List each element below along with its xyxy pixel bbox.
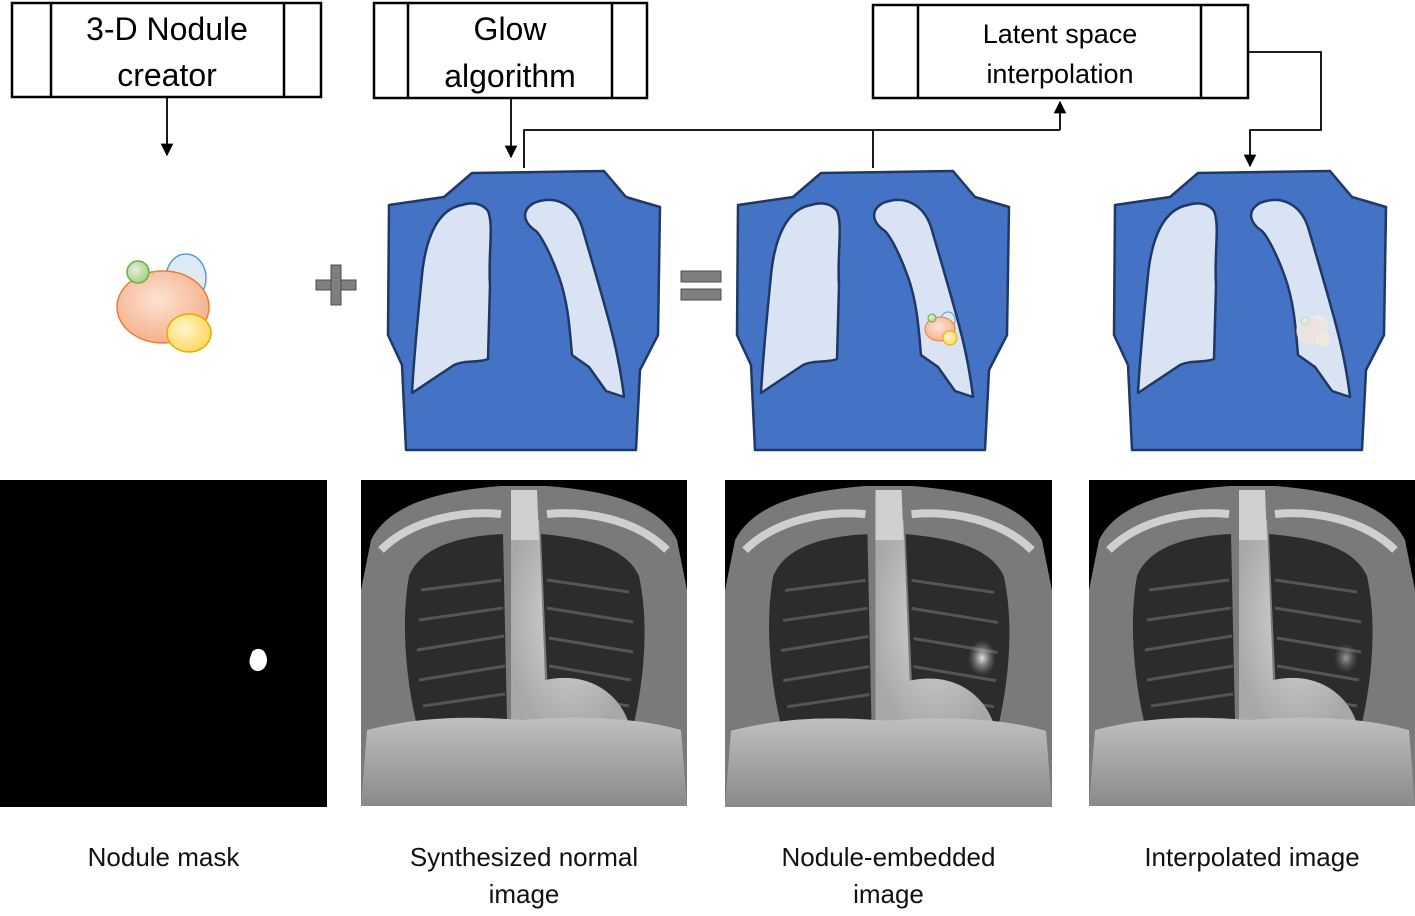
caption-nodule-mask: Nodule mask [0, 839, 327, 876]
connector-to-latent [523, 129, 1060, 168]
box-latent-line1: Latent space [983, 19, 1138, 49]
nodule-3d-illustration [116, 253, 212, 353]
caption-nodule-mask-line1: Nodule mask [87, 842, 240, 872]
caption-interpolated: Interpolated image [1089, 839, 1415, 876]
caption-nodule-embedded-line1: Nodule-embedded [781, 842, 996, 872]
box-nodule-creator-line1: 3-D Nodule [86, 11, 248, 47]
torso-nodule-embedded [735, 169, 1011, 452]
plus-operator: + [315, 264, 357, 306]
xray-normal [361, 480, 687, 806]
caption-nodule-embedded: Nodule-embedded image [725, 839, 1052, 913]
caption-synthesized-normal-line1: Synthesized normal [409, 842, 639, 872]
box-nodule-creator: 3-D Nodule creator [10, 1, 323, 99]
caption-synthesized-normal: Synthesized normal image [361, 839, 687, 913]
interpolated-nodule-icon [1296, 315, 1330, 347]
nodule-mask-image [0, 480, 327, 807]
arrow-latent-to-interpolated [1243, 51, 1322, 168]
caption-synthesized-normal-line2: image [488, 879, 560, 909]
box-latent-interpolation: Latent space interpolation [871, 3, 1250, 100]
embedded-nodule-icon [924, 311, 958, 346]
interpolated-nodule-blob [1334, 643, 1358, 673]
torso-normal [386, 169, 662, 452]
equals-label: = [700, 285, 701, 287]
torso-interpolated [1112, 169, 1388, 452]
box-glow-line2: algorithm [444, 58, 576, 94]
xray-interpolated [1089, 480, 1415, 806]
box-glow-algorithm: Glow algorithm [372, 1, 649, 100]
arrow-connectors [160, 51, 1322, 168]
xray-nodule-embedded [725, 480, 1052, 807]
box-glow-line1: Glow [474, 11, 548, 47]
box-latent-line2: interpolation [986, 59, 1133, 89]
box-nodule-creator-line2: creator [117, 57, 217, 93]
caption-nodule-embedded-line2: image [853, 879, 924, 909]
caption-interpolated-line1: Interpolated image [1144, 842, 1360, 872]
equals-operator: = [680, 270, 722, 301]
embedded-nodule-blob [968, 640, 996, 676]
